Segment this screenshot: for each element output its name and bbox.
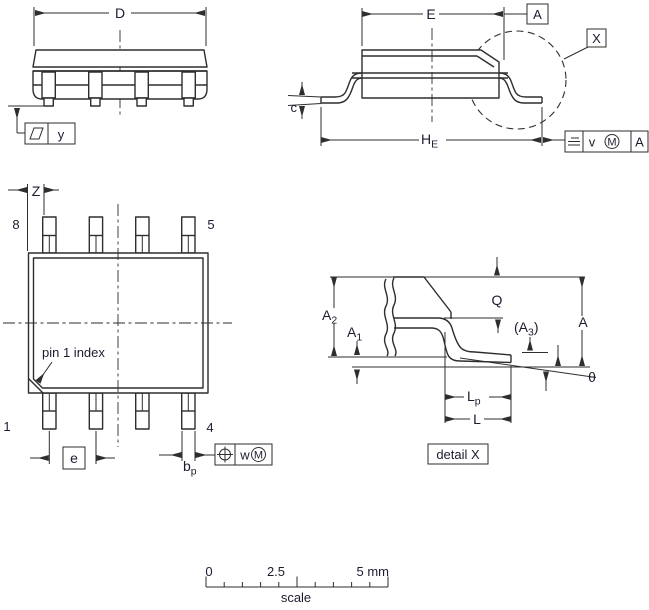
- side-body-lid: [32, 49, 208, 68]
- dim-l-label: L: [473, 411, 481, 427]
- detail-x-view: A2 A1 Q (A3) A θ: [321, 257, 597, 465]
- dim-z-label: Z: [32, 183, 41, 199]
- top-view-pins-lower: [42, 392, 196, 430]
- fcf-w-tolerance: w: [239, 448, 250, 463]
- dim-c: c: [287, 82, 322, 119]
- dim-lp: Lp: [444, 332, 512, 423]
- scale-bar: 0 2.5 5 mm scale: [205, 564, 389, 605]
- fcf-w-modifier: M: [254, 450, 263, 462]
- end-body: [361, 49, 500, 99]
- dim-d-label: D: [115, 5, 125, 21]
- top-body-inner: [32, 257, 204, 389]
- side-view: D y: [8, 5, 208, 145]
- dim-a2-label: A2: [322, 307, 337, 327]
- dim-l: L: [445, 411, 511, 427]
- dim-z: Z: [8, 183, 59, 251]
- left-lead: [320, 72, 363, 104]
- fcf-datum: A: [635, 135, 644, 150]
- material-modifier-circle-icon: [251, 447, 266, 462]
- pin-5-label: 5: [207, 217, 214, 232]
- fcf-tolerance: v: [589, 135, 596, 150]
- datum-a-label: A: [533, 7, 542, 22]
- datum-a-flag: [526, 3, 549, 25]
- dim-a-label: A: [578, 314, 588, 330]
- pin-8-label: 8: [12, 217, 19, 232]
- fcf-lead-position: w M: [214, 443, 273, 466]
- right-lead: [498, 72, 543, 104]
- dim-a3-label: (A3): [514, 319, 539, 339]
- side-view-pins: [41, 71, 197, 107]
- detail-x-caption: detail X: [427, 443, 489, 465]
- dim-a: A: [576, 277, 591, 366]
- detail-x-caption-label: detail X: [436, 447, 480, 462]
- material-modifier-circle-icon: [604, 134, 620, 149]
- detail-body: [383, 276, 452, 357]
- detail-x-ref: X: [592, 31, 601, 46]
- dim-he: HE: [320, 107, 565, 151]
- dim-theta-label: θ: [588, 369, 596, 385]
- dim-c-label: c: [291, 100, 298, 115]
- dim-bp-label: bp: [183, 458, 197, 478]
- position-symbol-icon: [217, 446, 233, 463]
- fcf-modifier: M: [607, 137, 616, 149]
- top-view-pins-upper: [42, 216, 196, 254]
- dim-bp: bp: [159, 431, 215, 478]
- dim-a2: A2: [321, 277, 342, 356]
- pin-1-label: 1: [3, 419, 10, 434]
- flatness-value: y: [58, 127, 65, 142]
- flatness-symbol-icon: [29, 127, 44, 140]
- flatness-frame: y: [14, 108, 76, 145]
- dim-a1: A1: [347, 324, 362, 384]
- top-view: Z 8 5 1 4 pin 1 index: [3, 183, 273, 478]
- scale-tick-0: 0: [205, 564, 212, 579]
- theta-slant-line: [459, 357, 597, 378]
- detail-x-flag: [586, 28, 607, 48]
- pin1-chamfer: [28, 378, 44, 394]
- pin-4-label: 4: [206, 420, 213, 435]
- pin1-index-label: pin 1 index: [42, 345, 105, 360]
- end-view: E A X c: [287, 3, 649, 153]
- detail-lead: [394, 317, 512, 364]
- dim-he-label: HE: [421, 131, 438, 151]
- dim-pitch-e: e: [30, 431, 115, 470]
- pin1-index-callout: pin 1 index: [35, 345, 105, 384]
- dim-lp-label: Lp: [467, 388, 481, 408]
- dim-a1-label: A1: [347, 324, 362, 344]
- dim-q: Q: [444, 257, 503, 333]
- fcf-lead-coplanarity: v M A: [564, 130, 649, 153]
- scale-label: scale: [281, 590, 311, 605]
- scale-tick-mid: 2.5: [267, 564, 285, 579]
- dim-e-label: E: [426, 6, 435, 22]
- scale-tick-end: 5 mm: [357, 564, 390, 579]
- dim-q-label: Q: [492, 292, 503, 308]
- dim-pitch-label: e: [70, 450, 78, 466]
- dim-theta: θ: [543, 345, 596, 391]
- dim-a3: (A3): [514, 319, 548, 353]
- seating-plane-symbol-icon: [568, 137, 580, 146]
